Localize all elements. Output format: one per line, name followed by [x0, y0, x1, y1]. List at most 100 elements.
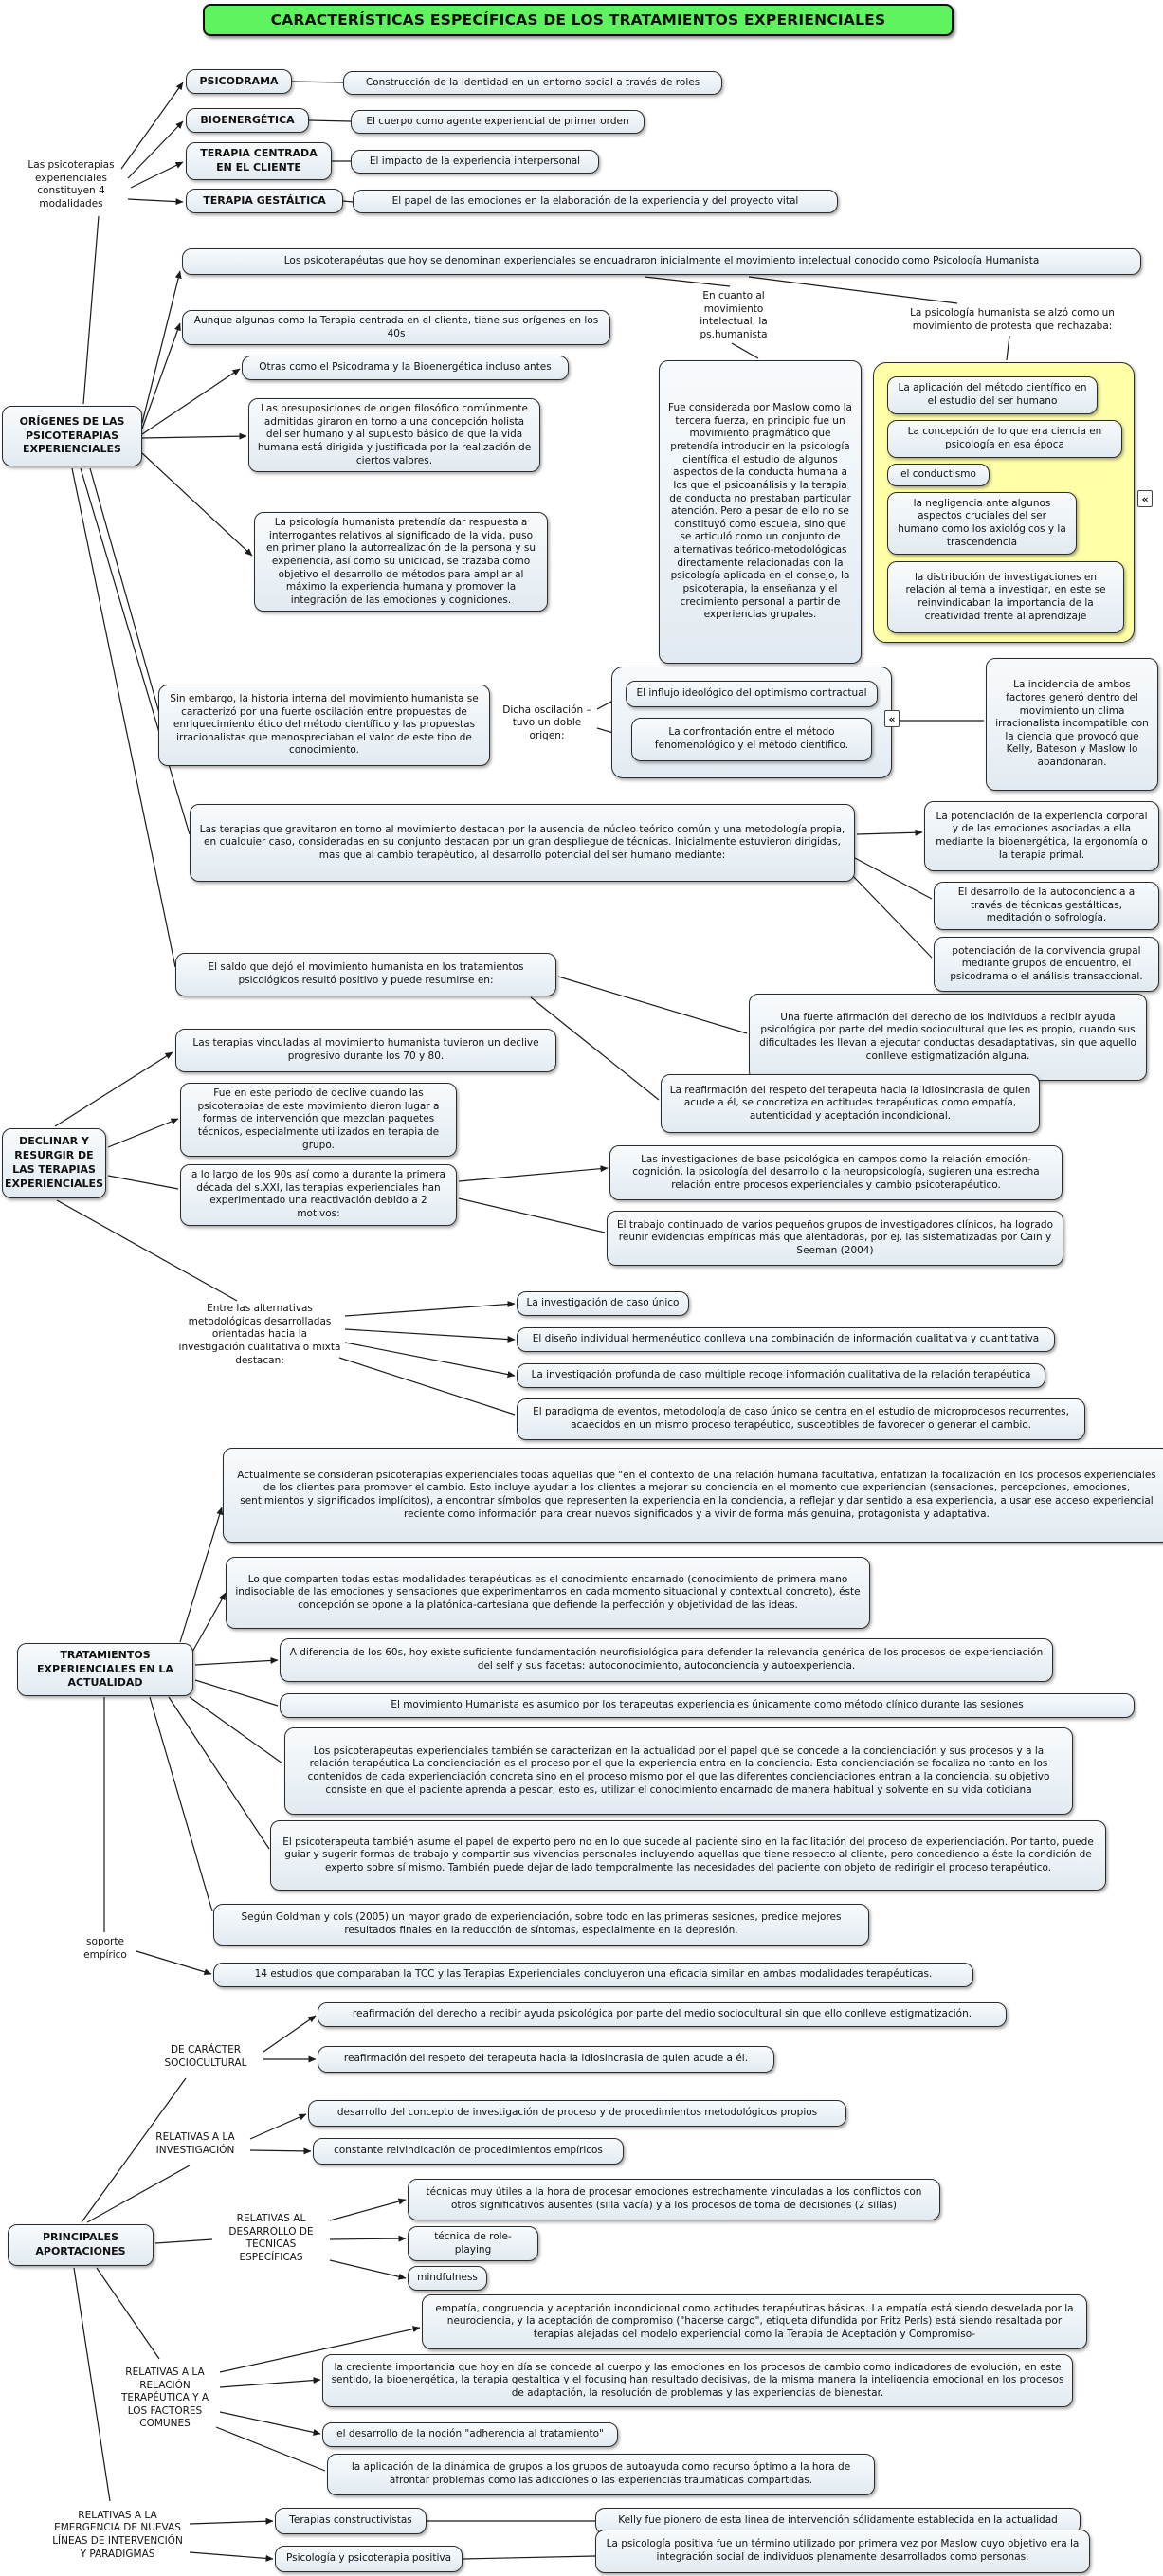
node-reafirmacion-respeto[interactable]: reafirmación del respeto del terapeuta h… [318, 2046, 774, 2073]
node-psicodrama-desc[interactable]: Construcción de la identidad en un entor… [343, 71, 722, 95]
node-reafirmacion-idiosincrasia[interactable]: La reafirmación del respeto del terapeut… [661, 1074, 1040, 1133]
node-pretendia-respuesta[interactable]: La psicología humanista pretendía dar re… [254, 512, 548, 612]
node-terapias-constructivistas[interactable]: Terapias constructivistas [275, 2508, 427, 2534]
node-terapia-gestaltica[interactable]: TERAPIA GESTÁLTICA [186, 189, 343, 213]
node-constante-reivindicacion[interactable]: constante reivindicación de procedimient… [313, 2138, 624, 2165]
connector-line-18 [748, 276, 958, 304]
node-aunque-algunas[interactable]: Aunque algunas como la Terapia centrada … [182, 310, 610, 346]
node-origenes[interactable]: ORÍGENES DE LAS PSICOTERAPIAS EXPERIENCI… [2, 406, 142, 466]
node-fuerte-afirmacion-derecho[interactable]: Una fuerte afirmación del derecho de los… [749, 994, 1147, 1081]
map-title: CARACTERÍSTICAS ESPECÍFICAS DE LOS TRATA… [203, 4, 954, 36]
connector-line-20 [1006, 335, 1010, 361]
node-periodo-declive-paquetes[interactable]: Fue en este periodo de declive cuando la… [180, 1083, 457, 1158]
connector-line-30 [107, 1118, 179, 1148]
connector-line-5 [308, 119, 352, 122]
connector-line-27 [557, 976, 748, 1034]
connector-line-48 [81, 2077, 187, 2223]
node-otras-como[interactable]: Otras como el Psicodrama y la Bioenergét… [242, 356, 569, 380]
node-maslow-termino[interactable]: La psicología positiva fue un término ut… [595, 2530, 1090, 2573]
node-trabajo-continuado[interactable]: El trabajo continuado de varios pequeños… [607, 1211, 1063, 1266]
node-sin-embargo-oscilacion[interactable]: Sin embargo, la historia interna del mov… [158, 685, 490, 766]
node-diseno-hermeneutico[interactable]: El diseño individual hermenéutico conlle… [517, 1327, 1055, 1352]
connector-line-53 [263, 2015, 317, 2053]
connector-line-10 [141, 322, 181, 429]
node-maslow-tercera-fuerza[interactable]: Fue considerada por Maslow como la terce… [659, 360, 862, 664]
node-fundamentacion-neurofisiologica[interactable]: A diferencia de los 60s, hoy existe sufi… [280, 1638, 1053, 1682]
node-terapias-gravitaron[interactable]: Las terapias que gravitaron en torno al … [190, 804, 855, 882]
node-investigacion-profunda[interactable]: La investigación profunda de caso múltip… [517, 1363, 1045, 1388]
node-14-estudios[interactable]: 14 estudios que comparaban la TCC y las … [213, 1963, 973, 1987]
node-paradigma-eventos[interactable]: El paradigma de eventos, metodología de … [517, 1398, 1085, 1440]
connector-line-65 [189, 2551, 274, 2562]
node-empatia-congruencia[interactable]: empatía, congruencia y aceptación incond… [422, 2294, 1087, 2349]
connector-line-33 [458, 1197, 606, 1233]
node-rechazo-conductismo[interactable]: el conductismo [887, 464, 990, 486]
node-actualmente-consideran[interactable]: Actualmente se consideran psicoterapias … [223, 1448, 1163, 1543]
connector-line-12 [141, 432, 247, 440]
node-potenciacion-convivencia[interactable]: potenciación de la convivencia grupal me… [934, 937, 1159, 992]
connector-line-52 [73, 2267, 111, 2502]
collapse-chevron-oscilacion-group-icon[interactable]: « [884, 710, 900, 727]
connector-line-28 [530, 996, 660, 1101]
node-mindfulness[interactable]: mindfulness [408, 2266, 487, 2291]
connector-line-9 [141, 270, 182, 424]
node-rechazo-concepcion-ciencia[interactable]: La concepción de lo que era ciencia en p… [887, 420, 1122, 458]
connector-line-49 [86, 2165, 191, 2223]
connector-line-15 [80, 467, 191, 835]
node-investigaciones-base[interactable]: Las investigaciones de base psicológica … [609, 1145, 1063, 1200]
node-concienciacion[interactable]: Los psicoterapeutas experienciales tambi… [284, 1727, 1073, 1815]
label-alternativas-metodologicas: Entre las alternativas metodológicas des… [178, 1303, 341, 1366]
node-rechazo-metodo-cientifico[interactable]: La aplicación del método científico en e… [887, 376, 1098, 414]
label-relativas-relacion: RELATIVAS A LA RELACIÓN TERAPÉUTICA Y A … [120, 2366, 209, 2430]
connector-line-26 [850, 873, 933, 959]
node-incidencia-abandono[interactable]: La incidencia de ambos factores generó d… [986, 658, 1158, 791]
node-investigacion-caso-unico[interactable]: La investigación de caso único [517, 1291, 689, 1316]
node-adherencia[interactable]: el desarrollo de la noción "adherencia a… [322, 2422, 618, 2447]
label-cuatro-modalidades: Las psicoterapias experienciales constit… [27, 159, 115, 210]
node-potenciacion-corporal[interactable]: La potenciación de la experiencia corpor… [924, 801, 1159, 871]
node-psicodrama[interactable]: PSICODRAMA [186, 69, 292, 94]
node-terapias-declive[interactable]: Las terapias vinculadas al movimiento hu… [175, 1029, 556, 1072]
label-en-cuanto-al: En cuanto al movimiento intelectual, la … [700, 290, 768, 340]
node-creciente-importancia[interactable]: la creciente importancia que hoy en día … [322, 2354, 1073, 2407]
connector-line-32 [458, 1165, 609, 1182]
node-influjo-optimismo[interactable]: El influjo ideológico del optimismo cont… [626, 681, 878, 707]
node-goldman[interactable]: Según Goldman y cols.(2005) un mayor gra… [213, 1904, 869, 1946]
node-reafirmacion-derecho[interactable]: reafirmación del derecho a recibir ayuda… [318, 2002, 1007, 2027]
connector-line-55 [249, 2113, 307, 2140]
node-role-playing[interactable]: técnica de role-playing [408, 2226, 538, 2262]
node-terapia-centrada-desc[interactable]: El impacto de la experiencia interperson… [351, 150, 599, 174]
node-papel-experto[interactable]: El psicoterapeuta también asume el papel… [270, 1820, 1106, 1891]
connector-line-13 [141, 452, 253, 557]
connector-line-38 [338, 1357, 516, 1416]
node-declinar-resurgir[interactable]: DECLINAR Y RESURGIR DE LAS TERAPIAS EXPE… [2, 1128, 106, 1198]
node-bioenergetica-desc[interactable]: El cuerpo como agente experiencial de pr… [351, 110, 645, 134]
node-presuposiciones[interactable]: Las presuposiciones de origen filosófico… [248, 398, 540, 473]
node-principales-aportaciones[interactable]: PRINCIPALES APORTACIONES [8, 2224, 154, 2266]
node-movimiento-metodo-clinico[interactable]: El movimiento Humanista es asumido por l… [280, 1693, 1135, 1718]
node-rechazo-distribucion[interactable]: la distribución de investigaciones en re… [887, 561, 1124, 633]
node-confrontacion-metodos[interactable]: La confrontación entre el método fenomen… [631, 718, 872, 761]
connector-line-37 [344, 1342, 516, 1378]
node-rechazo-negligencia[interactable]: la negligencia ante algunos aspectos cru… [887, 492, 1077, 555]
node-desarrollo-concepto[interactable]: desarrollo del concepto de investigación… [308, 2100, 846, 2127]
connector-line-47 [136, 1950, 212, 1976]
collapse-chevron-yellow-group-icon[interactable]: « [1137, 490, 1153, 507]
node-dinamica-grupos[interactable]: la aplicación de la dinámica de grupos a… [327, 2454, 875, 2495]
node-terapia-gestaltica-desc[interactable]: El papel de las emociones en la elaborac… [353, 190, 838, 213]
node-psicoterapeutas-humanista[interactable]: Los psicoterapéutas que hoy se denominan… [182, 248, 1141, 275]
node-reactivacion-90s[interactable]: a lo largo de los 90s así como a durante… [180, 1164, 457, 1226]
node-terapia-centrada[interactable]: TERAPIA CENTRADA EN EL CLIENTE [186, 142, 332, 180]
connector-line-50 [154, 2238, 213, 2244]
node-tecnicas-utiles[interactable]: técnicas muy útiles a la hora de procesa… [408, 2179, 940, 2220]
node-bioenergetica[interactable]: BIOENERGÉTICA [186, 108, 309, 133]
node-tratamientos-actualidad[interactable]: TRATAMIENTOS EXPERIENCIALES EN LA ACTUAL… [17, 1643, 193, 1696]
node-conocimiento-encarnado[interactable]: Lo que comparten todas estas modalidades… [226, 1557, 870, 1629]
node-desarrollo-autoconciencia[interactable]: El desarrollo de la autoconciencia a tra… [934, 882, 1159, 930]
connector-line-24 [856, 829, 923, 836]
node-psicologia-positiva[interactable]: Psicología y psicoterapia positiva [275, 2546, 463, 2572]
connector-line-40 [191, 1592, 227, 1654]
label-dicha-oscilacion: Dicha oscilación – tuvo un doble origen: [502, 703, 591, 741]
node-saldo-positivo[interactable]: El saldo que dejó el movimiento humanist… [175, 953, 556, 996]
